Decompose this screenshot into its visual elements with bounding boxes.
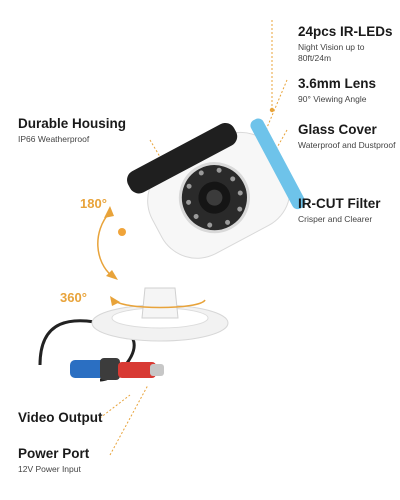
feature-lens-subtitle: 90° Viewing Angle — [298, 94, 367, 104]
dc-power-connector — [118, 362, 156, 378]
camera-body — [127, 118, 306, 259]
feature-power-port: Power Port 12V Power Input — [18, 446, 89, 475]
dot-ir-leds — [269, 107, 275, 113]
feature-ircut-title: IR-CUT Filter — [298, 196, 381, 211]
feature-glass-cover-subtitle: Waterproof and Dustproof — [298, 140, 396, 150]
feature-lens: 3.6mm Lens 90° Viewing Angle — [298, 76, 376, 105]
pan-angle-label: 360° — [60, 290, 87, 305]
status-ring — [250, 118, 306, 210]
tilt-arc — [97, 211, 113, 277]
feature-power-port-title: Power Port — [18, 446, 90, 461]
feature-lens-title: 3.6mm Lens — [298, 76, 377, 91]
tilt-angle-label: 180° — [80, 196, 107, 211]
feature-video-output-title: Video Output — [18, 410, 103, 425]
feature-housing: Durable Housing IP66 Weatherproof — [18, 116, 126, 145]
brand-logo — [118, 228, 126, 236]
feature-ir-leds: 24pcs IR-LEDs Night Vision up to 80ft/24… — [298, 24, 393, 64]
feature-housing-title: Durable Housing — [18, 116, 127, 131]
feature-glass-cover-title: Glass Cover — [298, 122, 377, 137]
leader-line-power — [109, 384, 149, 456]
feature-ircut: IR-CUT Filter Crisper and Clearer — [298, 196, 381, 225]
feature-video-output: Video Output — [18, 410, 103, 426]
feature-ircut-subtitle: Crisper and Clearer — [298, 214, 373, 224]
sun-shield — [127, 122, 238, 194]
feature-ir-leds-subtitle: Night Vision up to 80ft/24m — [298, 42, 365, 63]
feature-ir-leds-title: 24pcs IR-LEDs — [298, 24, 393, 39]
leader-line-video — [99, 394, 131, 419]
camera-stem — [141, 287, 179, 319]
feature-glass-cover: Glass Cover Waterproof and Dustproof — [298, 122, 395, 151]
pan-arc — [114, 299, 206, 309]
feature-power-port-subtitle: 12V Power Input — [18, 464, 81, 474]
feature-housing-subtitle: IP66 Weatherproof — [18, 134, 90, 144]
